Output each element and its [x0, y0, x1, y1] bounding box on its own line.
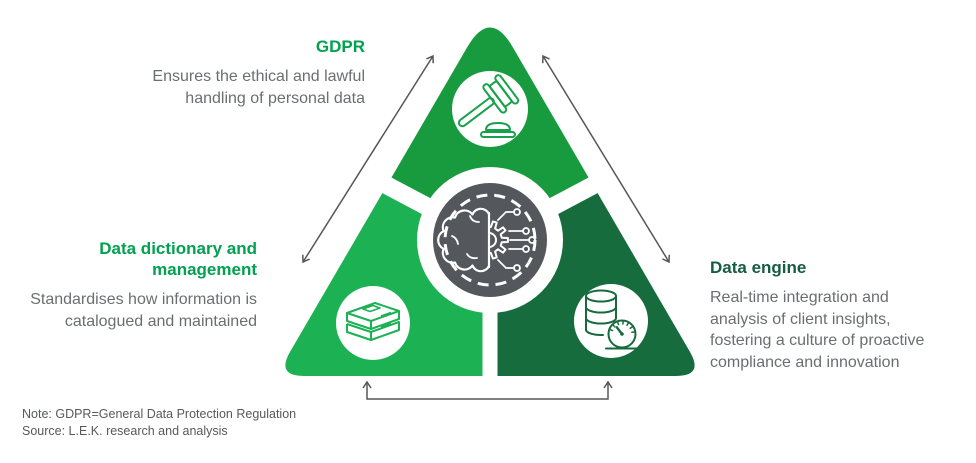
pyramid-left-segment — [285, 27, 490, 376]
books-icon — [346, 302, 400, 341]
dictionary-title: Data dictionary and management — [99, 239, 257, 279]
gdpr-title: GDPR — [315, 37, 365, 56]
bottom-edge-arrow — [362, 380, 613, 400]
database-gauge-icon — [585, 289, 641, 350]
pyramid-right-segment — [490, 27, 695, 376]
footnote: Note: GDPR=General Data Protection Regul… — [22, 406, 296, 440]
gdpr-text-block: GDPR Ensures the ethical and lawful hand… — [120, 36, 365, 109]
dictionary-text-block: Data dictionary and management Standardi… — [12, 238, 257, 332]
gavel-icon — [457, 74, 520, 138]
dictionary-description: Standardises how information is catalogu… — [30, 291, 257, 330]
footnote-note: Note: GDPR=General Data Protection Regul… — [22, 407, 297, 421]
books-icon-circle — [336, 286, 410, 360]
engine-title: Data engine — [710, 258, 807, 277]
right-edge-arrow — [541, 54, 671, 264]
gavel-icon-circle — [452, 71, 528, 147]
engine-text-block: Data engine Real-time integration and an… — [710, 257, 955, 373]
gauge — [605, 319, 641, 350]
engine-description: Real-time integration and analysis of cl… — [710, 289, 925, 371]
footnote-source: Source: L.E.K. research and analysis — [22, 424, 228, 438]
connector-arrows — [302, 54, 671, 400]
brain-circuit-icon — [437, 207, 536, 273]
left-edge-arrow — [302, 54, 434, 264]
gdpr-description: Ensures the ethical and lawful handling … — [152, 68, 365, 107]
